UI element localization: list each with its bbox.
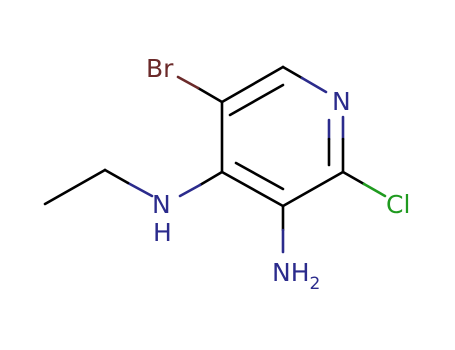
bond-ch2-ch3 [43,168,107,206]
atom-nh2-label: NH2 [272,258,320,294]
bond-c3-c4-inner [234,161,285,191]
atom-br-label: Br [146,54,174,83]
pyridine-ring [220,65,345,208]
atom-nh-label: N [152,190,171,219]
bond-nh-ch2 [126,181,154,198]
bond-c6-n1-b [300,76,328,94]
bond-nh-ch2-b [103,168,130,185]
bond-c4-nh [198,170,224,187]
atom-nh2-main: NH [272,258,310,287]
atom-cl-label: Cl [386,190,410,219]
bond-c3-c4 [220,170,285,208]
atom-nh2-subscript: 2 [310,274,321,294]
bond-c5-c6 [220,65,285,104]
bond-c4-nh-b [178,183,202,198]
bond-c6-n1 [281,65,304,80]
bond-c2-cl [341,170,366,186]
atom-nh-h-label: H [153,218,172,247]
bond-c5-br-b [176,75,200,90]
bond-c5-br [196,86,224,104]
bond-c2-cl-b [362,182,387,198]
bond-c5-c6-inner [228,83,285,117]
bond-c2-c3 [281,170,345,208]
atom-n1-label: N [332,87,351,116]
